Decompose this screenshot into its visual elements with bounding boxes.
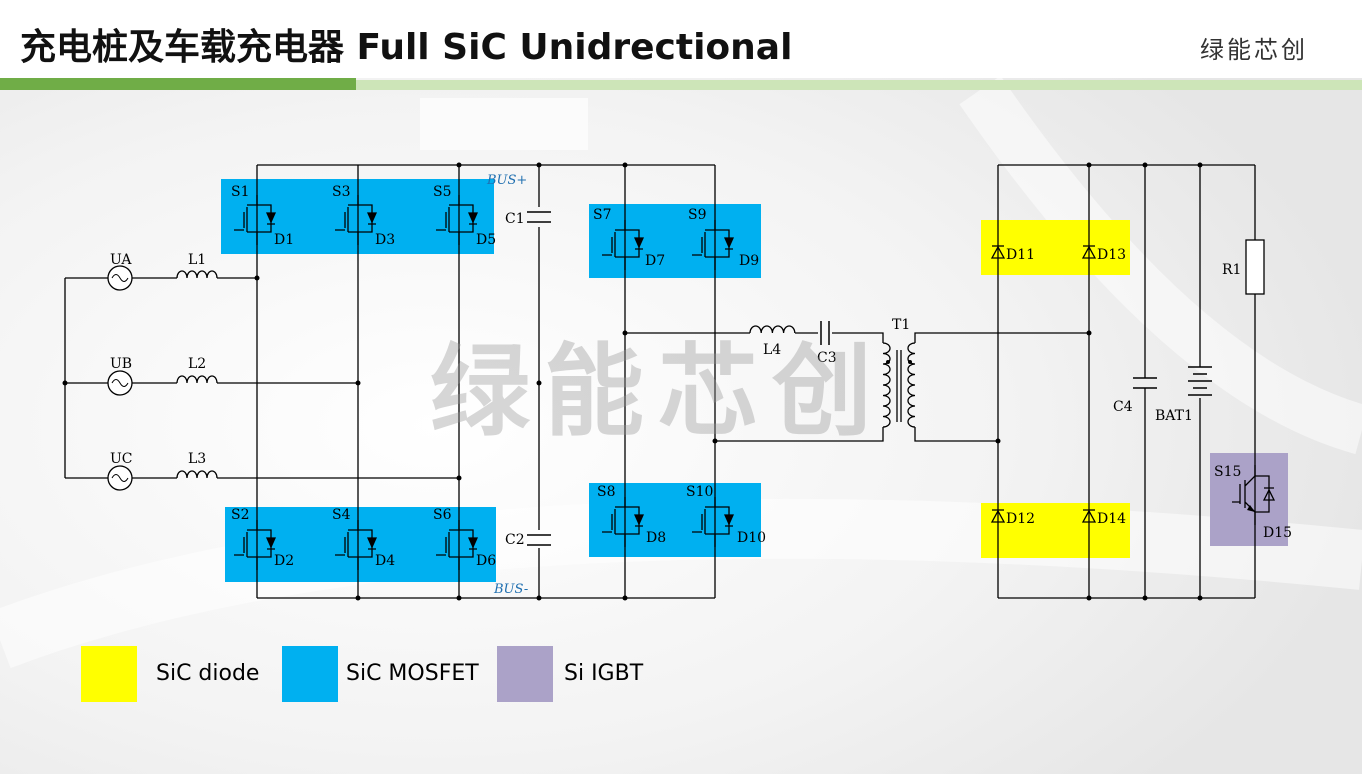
header: 充电桩及车载充电器 Full SiC Unidrectional 绿能芯创 [0,0,1362,78]
mosfet-s9 [692,220,735,270]
capacitor-c3 [820,321,830,345]
mosfet-symbols [234,195,735,570]
label-s8: S8 [597,484,616,500]
mosfet-s1 [234,195,277,245]
label-d5: D5 [476,232,496,248]
header-divider [0,80,1362,90]
watermark-text: 绿能芯创 [430,333,886,450]
legend-label-sic-diode: SiC diode [156,661,260,686]
label-d4: D4 [375,553,395,569]
igbt-s15 [1232,465,1276,525]
highlight-igbt [1210,453,1288,546]
label-d13: D13 [1097,247,1126,263]
label-t1: T1 [892,317,910,333]
label-d2: D2 [274,553,294,569]
page-title: 充电桩及车载充电器 Full SiC Unidrectional [20,27,793,68]
blank-box [420,98,588,150]
mosfet-s7 [602,220,645,270]
rectifier-diodes [990,245,1097,523]
resistor-r1 [1245,239,1265,295]
highlight-diode-bottom [981,503,1130,558]
inductor-l2 [176,375,218,384]
label-bus-minus: BUS- [493,582,528,597]
label-c1: C1 [505,211,525,227]
label-s1: S1 [231,184,250,200]
label-d10: D10 [737,530,766,546]
label-c4: C4 [1113,399,1133,415]
diode-d12 [990,509,1006,523]
label-d12: D12 [1006,511,1035,527]
label-l2: L2 [188,356,206,372]
label-s10: S10 [686,484,713,500]
bus-capacitors [527,211,551,546]
legend-swatch-si-igbt [497,646,553,702]
label-s9: S9 [688,207,707,223]
mosfet-s6 [436,520,479,570]
legend-label-sic-mosfet: SiC MOSFET [346,661,479,686]
inductor-l4 [749,325,796,334]
diode-d11 [990,245,1006,259]
label-s15: S15 [1214,464,1241,480]
capacitor-c1 [527,211,551,223]
diode-d13 [1081,245,1097,259]
junction-dots [62,162,1203,601]
ac-source-ua [107,265,133,291]
label-c2: C2 [505,532,525,548]
highlight-mosfet-pfc-bottom [225,507,496,582]
label-d6: D6 [476,553,496,569]
legend-swatch-sic-mosfet [282,646,338,702]
mosfet-s8 [602,497,645,547]
label-d8: D8 [646,530,666,546]
transformer-t1 [882,342,916,428]
label-d7: D7 [645,253,665,269]
label-d3: D3 [375,232,395,248]
label-s3: S3 [332,184,351,200]
mosfet-s10 [692,497,735,547]
battery-bat1 [1188,366,1212,396]
mosfet-s5 [436,195,479,245]
label-r1: R1 [1222,262,1241,278]
label-s5: S5 [433,184,452,200]
label-l1: L1 [188,252,206,268]
label-bus-plus: BUS+ [486,173,527,188]
mosfet-s2 [234,520,277,570]
label-c3: C3 [817,350,837,366]
label-s4: S4 [332,507,351,523]
ac-source-ub [107,370,133,396]
diode-d14 [1081,509,1097,523]
capacitor-c2 [527,534,551,546]
inductor-l1 [176,270,218,279]
label-d9: D9 [739,253,759,269]
label-uc: UC [110,451,133,467]
highlight-mosfet-llc-bottom [589,483,761,557]
label-ua: UA [110,252,132,268]
inductor-l3 [176,470,218,479]
mosfet-s4 [335,520,378,570]
mosfet-s3 [335,195,378,245]
label-d1: D1 [274,232,294,248]
legend-swatch-sic-diode [81,646,137,702]
label-d14: D14 [1097,511,1126,527]
label-s2: S2 [231,507,250,523]
label-d11: D11 [1006,247,1035,263]
header-accent-bar [0,78,356,90]
label-s6: S6 [433,507,452,523]
label-bat1: BAT1 [1155,408,1193,424]
legend-label-si-igbt: Si IGBT [564,661,644,686]
label-d15: D15 [1263,525,1292,541]
ac-source-uc [107,465,133,491]
label-l4: L4 [763,342,781,358]
highlight-diode-top [981,220,1130,275]
label-ub: UB [110,356,132,372]
label-l3: L3 [188,451,206,467]
capacitor-c4 [1133,377,1157,389]
label-s7: S7 [593,207,612,223]
brand-logo-text: 绿能芯创 [1200,36,1308,64]
